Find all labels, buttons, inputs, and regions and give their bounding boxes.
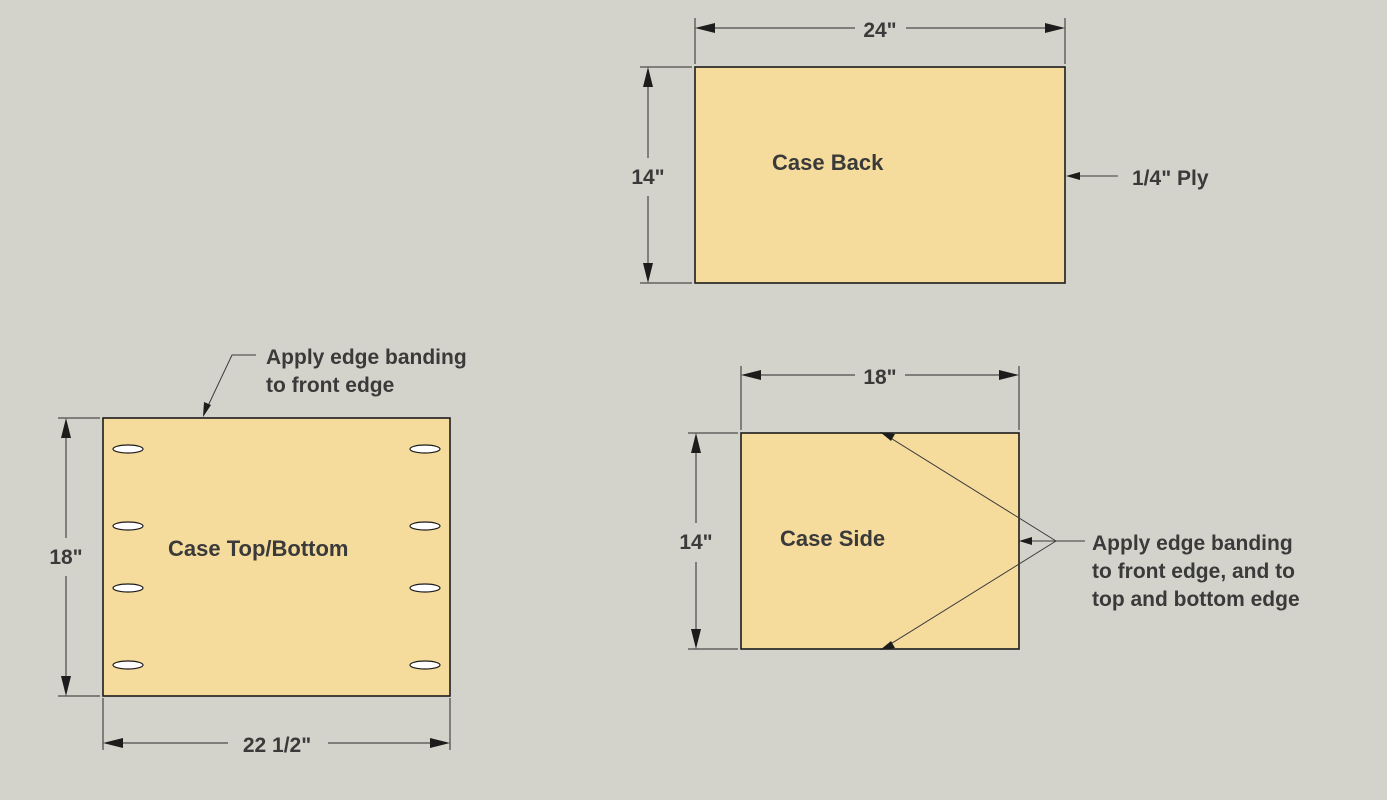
arrowhead-icon (741, 370, 761, 380)
case-back-material-callout: 1/4" Ply (1066, 167, 1209, 190)
case-back-label: Case Back (772, 150, 884, 175)
case-top-bottom-width-label: 22 1/2" (243, 734, 311, 757)
pocket-hole-icon (112, 521, 144, 531)
case-top-bottom-height-label: 18" (49, 546, 82, 569)
case-side-note-line-1: Apply edge banding (1092, 532, 1293, 555)
case-side-height-label: 14" (679, 531, 712, 554)
case-side-panel (740, 432, 1020, 650)
arrowhead-icon (61, 676, 71, 696)
case-back-width-label: 24" (863, 19, 896, 42)
case-top-bottom-group: Case Top/Bottom 22 1/2" (49, 346, 473, 757)
case-top-bottom-panel (102, 417, 451, 697)
case-back-width-dimension: 24" (694, 18, 1066, 64)
arrowhead-icon (643, 67, 653, 87)
arrowhead-icon (643, 263, 653, 283)
case-top-bottom-note-line-1: Apply edge banding (266, 346, 467, 369)
arrowhead-icon (691, 629, 701, 649)
case-side-note: Apply edge banding to front edge, and to… (1092, 532, 1301, 611)
pocket-hole-icon (112, 444, 144, 454)
arrowhead-icon (691, 433, 701, 453)
case-top-bottom-edge-banding-callout: Apply edge banding to front edge (203, 346, 473, 417)
case-side-width-dimension: 18" (740, 366, 1020, 430)
case-top-bottom-height-dimension: 18" (49, 417, 100, 697)
pocket-hole-icon (409, 444, 441, 454)
case-back-height-dimension: 14" (631, 66, 692, 284)
case-top-bottom-label: Case Top/Bottom (168, 536, 348, 561)
case-side-note-line-3: top and bottom edge (1092, 588, 1300, 611)
pocket-hole-icon (112, 660, 144, 670)
case-side-width-label: 18" (863, 366, 896, 389)
arrowhead-icon (103, 738, 123, 748)
arrowhead-icon (999, 370, 1019, 380)
case-side-note-line-2: to front edge, and to (1092, 560, 1295, 583)
case-side-label: Case Side (780, 526, 885, 551)
pocket-hole-icon (409, 583, 441, 593)
case-back-material-note: 1/4" Ply (1132, 167, 1209, 190)
case-top-bottom-note: Apply edge banding to front edge (266, 346, 473, 397)
arrowhead-icon (203, 402, 211, 417)
case-side-height-dimension: 14" (679, 432, 738, 650)
arrowhead-icon (695, 23, 715, 33)
pocket-hole-icon (409, 660, 441, 670)
pocket-hole-icon (409, 521, 441, 531)
arrowhead-icon (1066, 172, 1080, 180)
arrowhead-icon (430, 738, 450, 748)
pocket-holes (112, 444, 441, 670)
case-top-bottom-width-dimension: 22 1/2" (102, 698, 451, 757)
arrowhead-icon (880, 641, 895, 650)
arrowhead-icon (880, 432, 895, 441)
case-side-group: Case Side 18" 14" (679, 366, 1300, 650)
case-back-group: Case Back 24" 14" 1/4" Ply (631, 18, 1209, 284)
case-back-panel (694, 66, 1066, 284)
arrowhead-icon (1019, 537, 1032, 545)
case-back-height-label: 14" (631, 166, 664, 189)
case-top-bottom-note-line-2: to front edge (266, 374, 394, 397)
case-side-edge-banding-callout: Apply edge banding to front edge, and to… (880, 432, 1301, 650)
arrowhead-icon (61, 418, 71, 438)
pocket-hole-icon (112, 583, 144, 593)
arrowhead-icon (1045, 23, 1065, 33)
